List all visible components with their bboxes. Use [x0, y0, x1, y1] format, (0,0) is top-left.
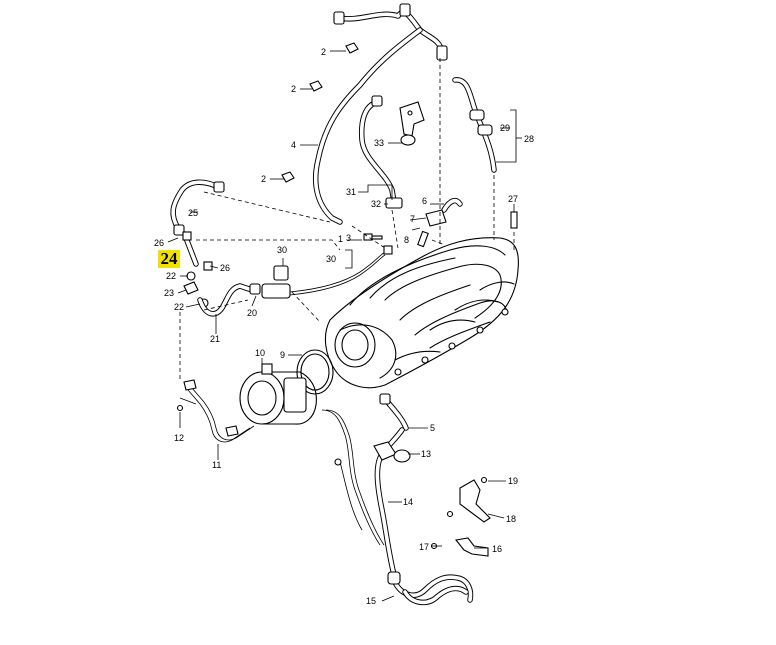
callout-6: 6	[422, 196, 427, 206]
callout-20: 20	[247, 308, 257, 318]
bracket-16	[430, 537, 489, 557]
callout-2: 2	[321, 47, 326, 57]
callout-15: 15	[366, 596, 376, 606]
clip-2-top	[281, 42, 359, 183]
callout-4: 4	[291, 140, 296, 150]
intake-manifold	[324, 237, 519, 389]
callout-9: 9	[280, 350, 285, 360]
callout-21: 21	[210, 334, 220, 344]
callout-14: 14	[403, 497, 413, 507]
pipe-13-14	[373, 427, 411, 578]
bolt-1	[363, 233, 383, 241]
highlighted-part-label: 24	[158, 250, 180, 268]
hose-15	[387, 571, 474, 606]
callout-2: 2	[261, 174, 266, 184]
throttle-body-10	[239, 363, 317, 425]
callout-13: 13	[421, 449, 431, 459]
callout-11: 11	[212, 460, 221, 470]
small-parts-right	[417, 197, 518, 248]
callout-3: 3	[346, 233, 351, 243]
callout-22: 22	[174, 302, 184, 312]
callout-29: 29	[500, 123, 510, 133]
harness-11	[176, 379, 255, 443]
bracket-18	[446, 476, 491, 523]
bracket-33	[399, 101, 425, 146]
callout-1: 1	[338, 234, 343, 244]
hose-28	[452, 77, 497, 173]
callout-7: 7	[410, 214, 415, 224]
sensor-leads-14	[321, 409, 385, 546]
callout-26: 26	[154, 238, 164, 248]
callouts: 2 2 4 2 33 31 32 1 3 30 30 29 28 6 7 8 2…	[154, 47, 534, 606]
callout-16: 16	[492, 544, 502, 554]
callout-27: 27	[508, 194, 518, 204]
callout-17: 17	[419, 542, 429, 552]
callout-19: 19	[508, 476, 518, 486]
callout-23: 23	[164, 288, 174, 298]
callout-26: 26	[220, 263, 230, 273]
callout-5: 5	[430, 423, 435, 433]
callout-18: 18	[506, 514, 516, 524]
callout-30: 30	[277, 245, 287, 255]
callout-30: 30	[326, 254, 336, 264]
callout-2: 2	[291, 84, 296, 94]
callout-32: 32	[371, 199, 381, 209]
breather-hose-4	[312, 3, 448, 225]
hose-31	[358, 95, 403, 209]
hose-25	[170, 179, 225, 236]
callout-8: 8	[404, 235, 409, 245]
callout-28: 28	[524, 134, 534, 144]
valve-30	[261, 245, 393, 299]
callout-10: 10	[255, 348, 265, 358]
callout-25: 25	[188, 208, 198, 218]
hose-5	[379, 393, 409, 431]
callout-33: 33	[374, 138, 384, 148]
hose-21	[197, 283, 261, 317]
callout-31: 31	[346, 187, 356, 197]
callout-22: 22	[166, 271, 176, 281]
leader-lines	[167, 50, 522, 602]
reference-lines	[179, 58, 515, 380]
callout-12: 12	[174, 433, 184, 443]
connector-24	[182, 231, 213, 308]
